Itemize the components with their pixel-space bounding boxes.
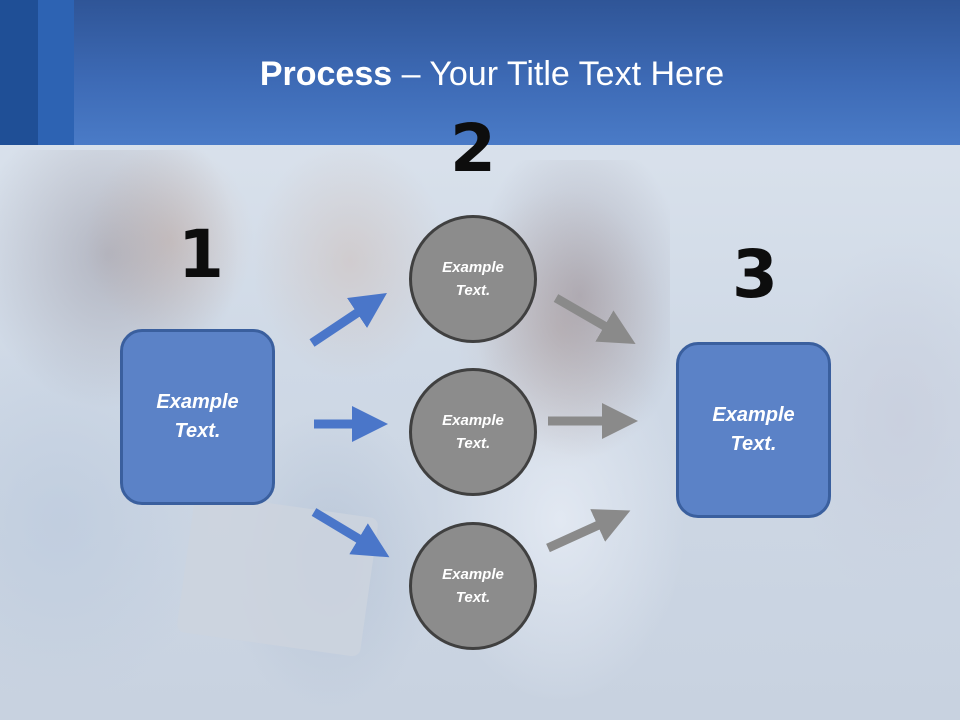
step-number-3: 3: [732, 236, 778, 313]
title-bold: Process: [259, 55, 393, 93]
circle-3: Example Text.: [409, 522, 537, 650]
step-number-2: 2: [450, 110, 496, 187]
left-box: Example Text.: [120, 329, 275, 505]
title-rest: – Your Title Text Here: [392, 55, 725, 93]
header-accent-mid: [38, 0, 74, 145]
right-box: Example Text.: [676, 342, 831, 518]
circle-3-text: Example Text.: [442, 566, 504, 606]
header-accent-dark: [0, 0, 38, 145]
step-number-1: 1: [178, 216, 224, 293]
circle-2-text: Example Text.: [442, 412, 504, 452]
arrow-from-circle-1: [553, 294, 636, 345]
right-box-text: Example Text.: [712, 404, 795, 455]
arrow-from-circle-3: [546, 509, 631, 553]
arrow-to-circle-3: [311, 508, 390, 558]
circle-2: Example Text.: [409, 368, 537, 496]
arrow-to-circle-1: [309, 293, 387, 347]
circle-1-text: Example Text.: [442, 259, 504, 299]
circle-1: Example Text.: [409, 215, 537, 343]
left-box-text: Example Text.: [156, 391, 239, 442]
header-band: [0, 0, 960, 145]
slide-title: Process – Your Title Text Here: [0, 55, 960, 94]
